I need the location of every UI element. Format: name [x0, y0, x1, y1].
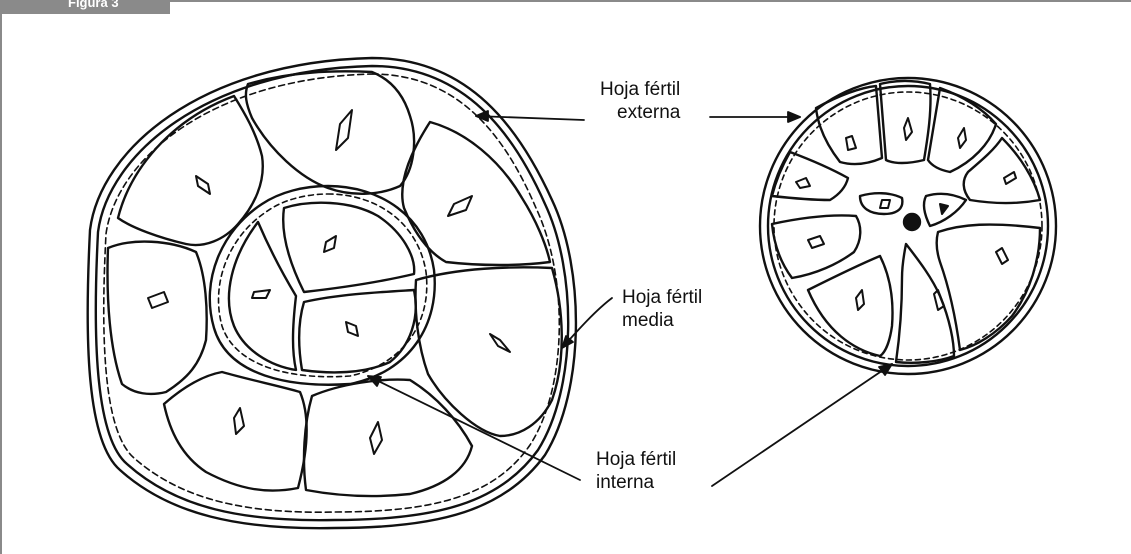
cell	[880, 81, 931, 163]
large-outer-wall-line2	[96, 66, 568, 520]
label-line: externa	[600, 101, 680, 124]
nucleus	[904, 118, 912, 140]
cell	[108, 242, 207, 394]
large-middle-layer	[104, 74, 560, 512]
nucleus	[996, 248, 1008, 264]
nucleus	[370, 422, 382, 454]
large-inner-cells	[229, 203, 416, 373]
nucleus	[846, 136, 856, 150]
nucleus	[346, 322, 358, 336]
nucleus	[252, 290, 270, 298]
nucleus	[234, 408, 244, 434]
label-line: Hoja fértil	[596, 448, 676, 471]
nucleus	[958, 128, 966, 148]
nucleus	[490, 334, 510, 352]
cell	[246, 71, 414, 193]
cell	[304, 380, 472, 496]
arrowhead	[476, 111, 488, 121]
label-line: Hoja fértil	[622, 286, 702, 309]
large-nuclei	[148, 110, 510, 454]
nucleus	[448, 196, 472, 216]
large-section	[88, 58, 576, 528]
nucleus	[856, 290, 864, 310]
nucleus	[148, 292, 168, 308]
nucleus	[336, 110, 352, 150]
nucleus	[196, 176, 210, 194]
nucleus	[880, 200, 890, 208]
label-line: interna	[596, 471, 676, 494]
nucleus	[934, 290, 944, 310]
label-outer-layer: Hoja fértil externa	[600, 78, 680, 124]
arrow-inner-right	[712, 364, 892, 486]
small-central-dot	[904, 214, 920, 230]
cell	[896, 244, 954, 363]
cell	[402, 122, 550, 265]
label-line: media	[622, 309, 702, 332]
nucleus	[796, 178, 810, 188]
label-line: Hoja fértil	[600, 78, 680, 101]
nucleus	[808, 236, 824, 248]
nucleus	[324, 236, 336, 252]
label-inner-layer: Hoja fértil interna	[596, 448, 676, 494]
nucleus	[940, 204, 948, 214]
cell	[964, 138, 1040, 203]
small-section	[760, 78, 1056, 374]
label-middle-layer: Hoja fértil media	[622, 286, 702, 332]
arrowhead	[788, 112, 800, 122]
nucleus	[1004, 172, 1016, 184]
